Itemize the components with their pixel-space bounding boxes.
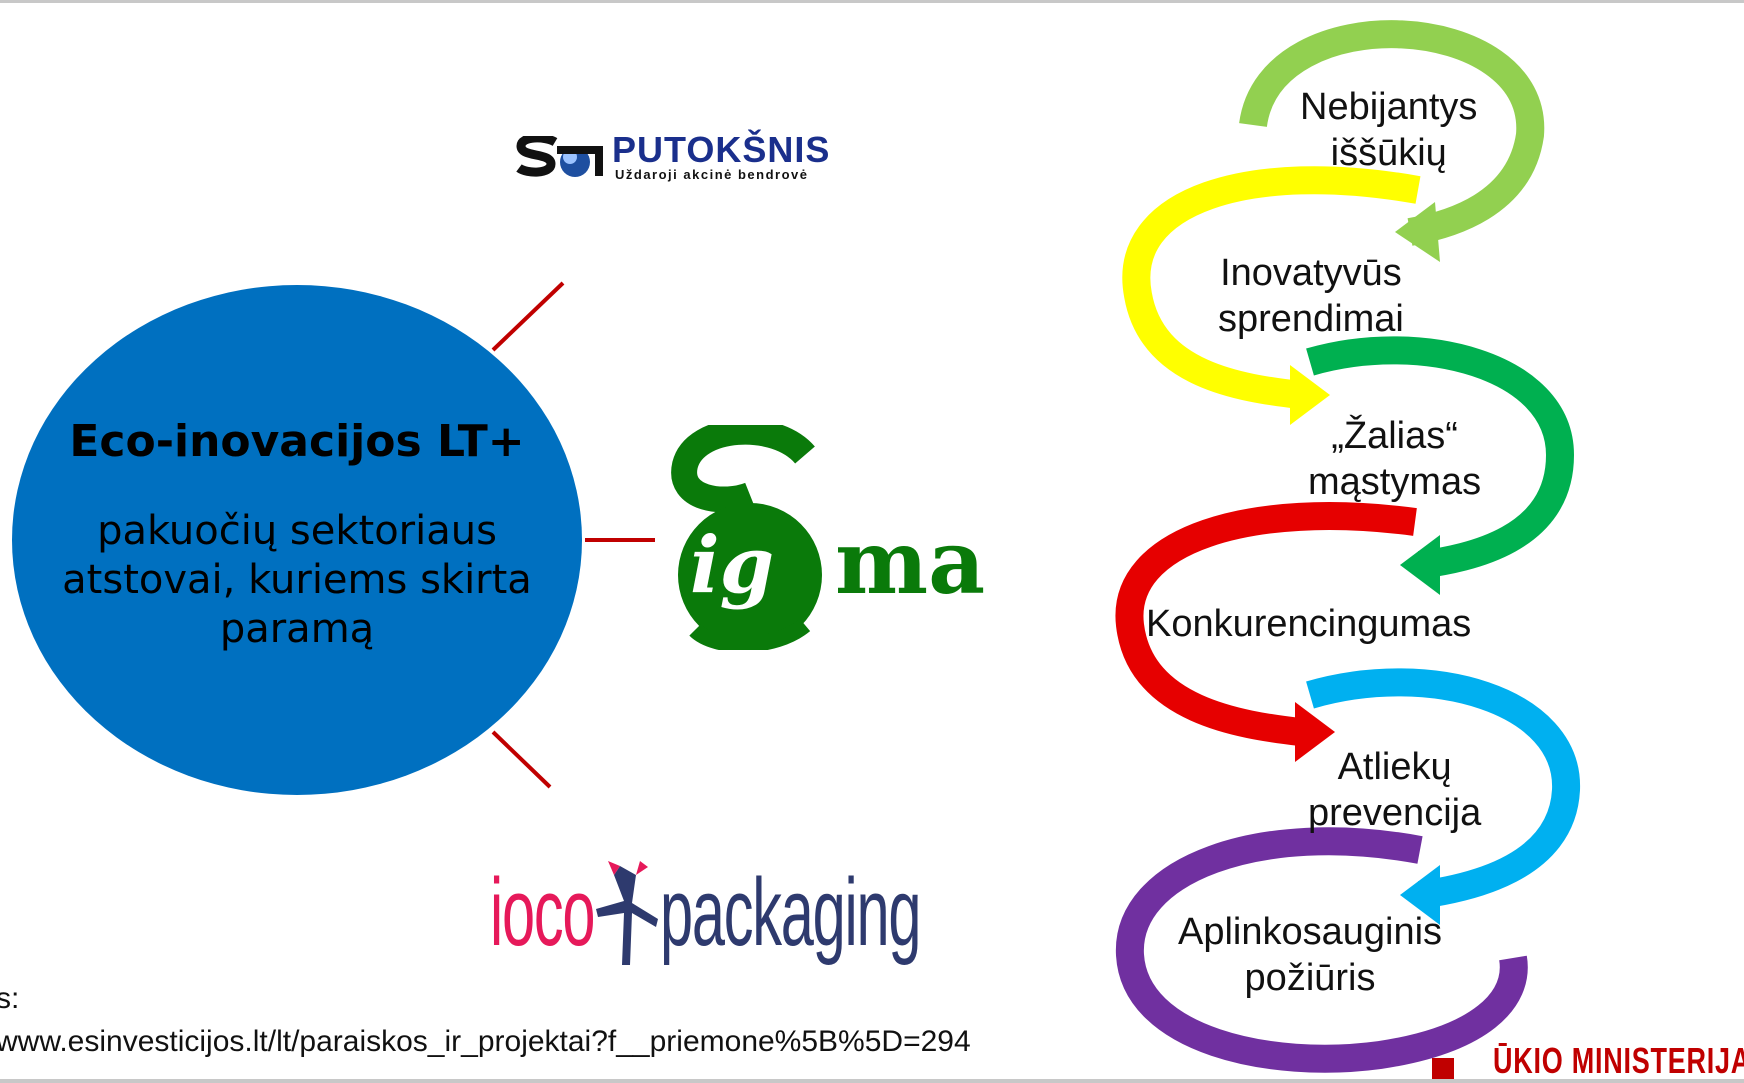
source-label: s: [0, 982, 20, 1015]
chain-arrow-4 [1115, 502, 1417, 746]
ministry-name: ŪKIO MINISTERIJA [1493, 1040, 1744, 1081]
chain-arrow-2 [1122, 166, 1421, 409]
chain-label-2: Inovatyvūs sprendimai [1218, 250, 1404, 342]
chain-label-line: mąstymas [1308, 461, 1482, 503]
sigma-emblem-icon [671, 425, 822, 650]
ioco-word: ioco [490, 859, 595, 966]
chain-label-line: Konkurencingumas [1146, 603, 1472, 645]
top-rule [0, 0, 1744, 3]
ministry-emblem-icon [1432, 1058, 1454, 1083]
chain-label-6: Aplinkosauginis požiūris [1178, 909, 1442, 1001]
connector-putoksnis [491, 281, 565, 352]
hub-circle: Eco-inovacijos LT+ pakuočių sektoriaus a… [12, 285, 582, 795]
connector-ioco [491, 730, 552, 789]
bottom-rule [0, 1079, 1744, 1083]
airplane-icon [596, 861, 658, 965]
chain-arrow-1 [1239, 20, 1545, 246]
sigma-tail-text: ma [835, 510, 986, 614]
hub-subtitle-line: paramą [219, 606, 375, 652]
chain-arrowhead-1 [1395, 202, 1440, 262]
sigma-logo: ig ma [655, 425, 985, 650]
ioco-logo: ioco packaging [490, 855, 921, 985]
chain-label-line: „Žalias“ [1331, 415, 1458, 457]
packaging-word: packaging [660, 859, 921, 966]
chain-arrowhead-2 [1290, 365, 1330, 425]
chain-label-line: požiūris [1244, 957, 1376, 999]
chain-label-line: Atliekų [1337, 746, 1452, 788]
putoksnis-logo: PUTOKŠNIS Uždaroji akcinė bendrovė [515, 132, 880, 182]
hub-subtitle-line: atstovai, kuriems skirta [62, 557, 532, 603]
chain-label-1: Nebijantys iššūkių [1300, 84, 1477, 176]
chain-arrow-3 [1306, 336, 1575, 579]
chain-label-3: „Žalias“ mąstymas [1308, 413, 1481, 505]
chain-label-line: prevencija [1308, 792, 1482, 834]
chain-label-line: Nebijantys [1300, 86, 1478, 128]
chain-arrowhead-5 [1400, 865, 1440, 925]
sa-logo-icon [516, 136, 603, 177]
source-url[interactable]: www.esinvesticijos.lt/lt/paraiskos_ir_pr… [0, 1025, 971, 1058]
chain-label-line: Aplinkosauginis [1178, 911, 1443, 953]
chain-label-line: iššūkių [1330, 132, 1447, 174]
chain-label-line: Inovatyvūs [1220, 252, 1402, 294]
chain-arrowhead-3 [1400, 535, 1440, 595]
chain-arrow-5 [1306, 668, 1580, 909]
chain-label-line: sprendimai [1218, 298, 1404, 340]
chain-label-5: Atliekų prevencija [1308, 744, 1481, 836]
chain-label-4: Konkurencingumas [1146, 601, 1471, 647]
putoksnis-name: PUTOKŠNIS [612, 129, 831, 170]
chain-arrow-6 [1115, 827, 1528, 1073]
hub-title: Eco-inovacijos LT+ [69, 416, 525, 467]
hub-subtitle-line: pakuočių sektoriaus [97, 508, 497, 554]
sigma-inner-text: ig [690, 520, 775, 611]
hub-subtitle: pakuočių sektoriaus atstovai, kuriems sk… [62, 507, 532, 654]
putoksnis-tagline: Uždaroji akcinė bendrovė [615, 167, 809, 182]
chain-arrowhead-4 [1295, 702, 1335, 762]
